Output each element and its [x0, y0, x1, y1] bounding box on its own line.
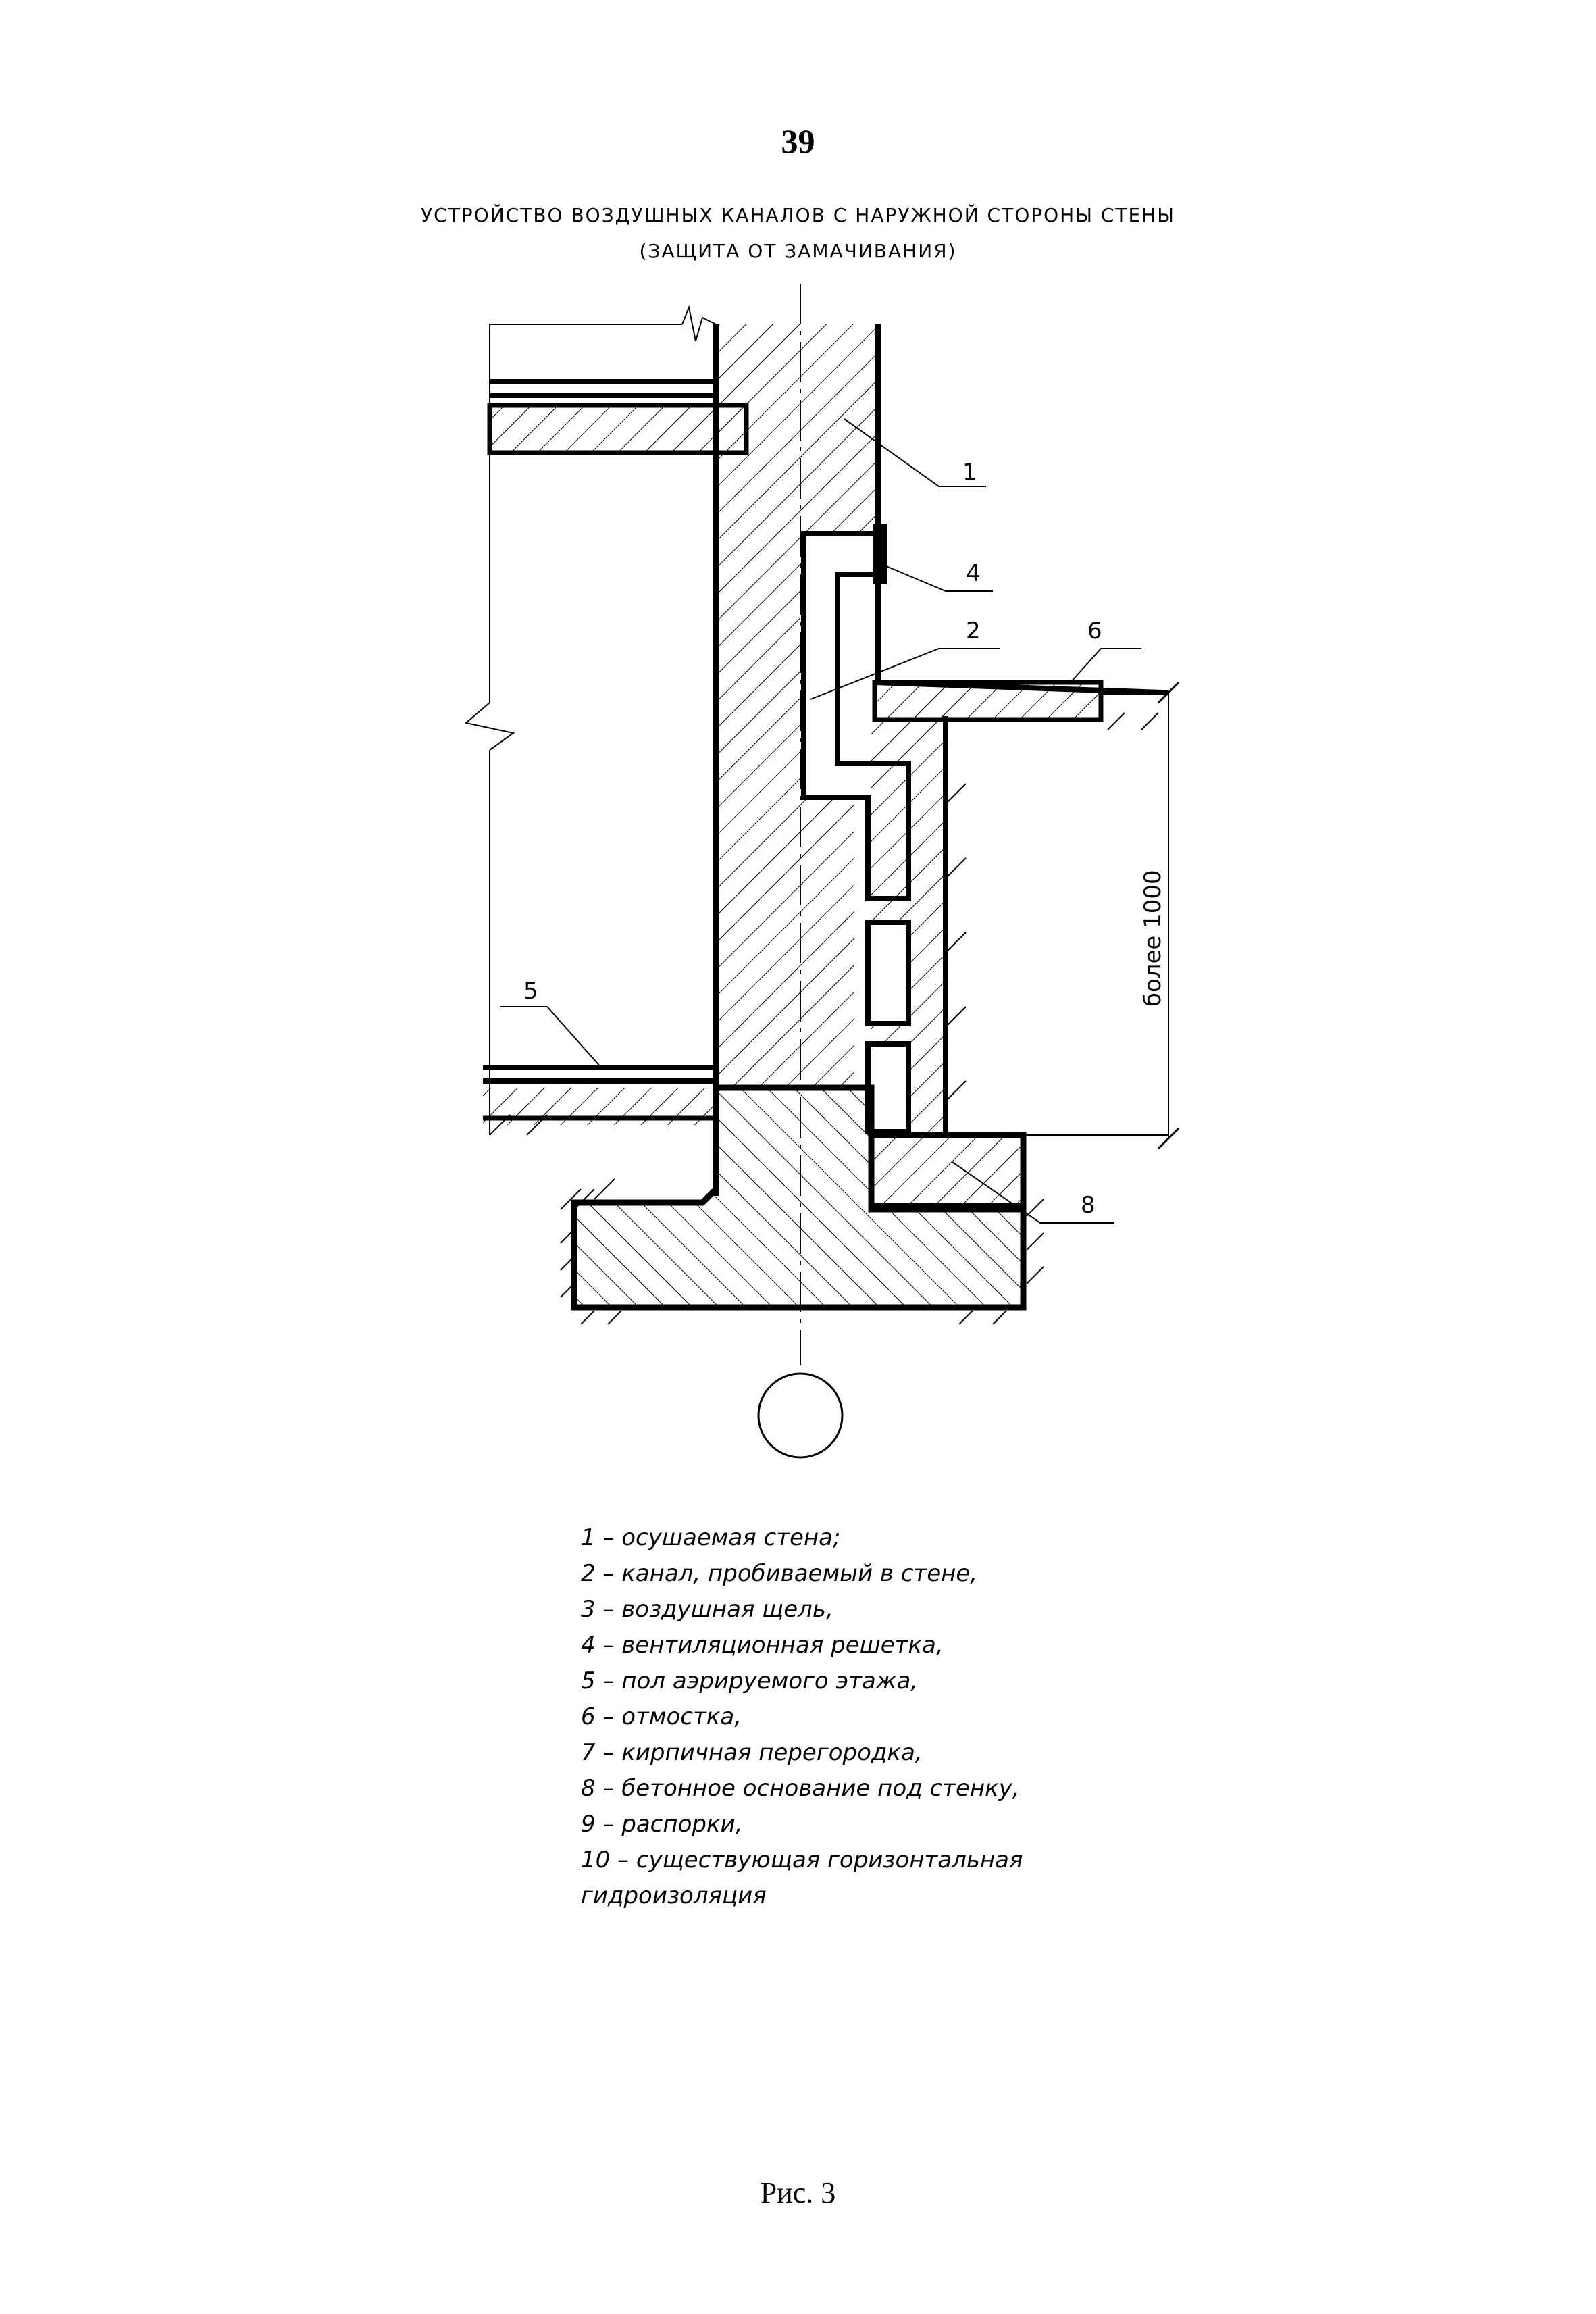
drawing-title: УСТРОЙСТВО ВОЗДУШНЫХ КАНАЛОВ С НАРУЖНОЙ … — [421, 204, 1175, 226]
callout-1: 1 — [962, 459, 977, 486]
brick-partition — [865, 716, 948, 1135]
legend-item: 7 – кирпичная перегородка, — [581, 1739, 923, 1766]
dimension-line — [1157, 681, 1180, 1150]
callout-4: 4 — [966, 560, 981, 587]
drained-wall — [713, 324, 881, 1196]
figure-caption: Рис. 3 — [760, 2176, 836, 2209]
legend-item: 9 – распорки, — [581, 1811, 743, 1838]
blind-area — [872, 680, 1168, 722]
callout-6: 6 — [1087, 618, 1102, 645]
axis-marker — [757, 1372, 844, 1459]
lower-floor — [483, 1065, 716, 1125]
legend-item: 4 – вентиляционная решетка, — [581, 1632, 944, 1659]
drawing-subtitle: (ЗАЩИТА ОТ ЗАМАЧИВАНИЯ) — [639, 240, 957, 262]
callout-5: 5 — [523, 978, 538, 1005]
legend-item: 6 – отмостка, — [581, 1703, 742, 1730]
upper-floor-slab — [487, 305, 749, 455]
page-number: 39 — [781, 122, 815, 160]
callout-leaders — [500, 418, 1141, 1224]
legend-item: 5 – пол аэрируемого этажа, — [581, 1667, 919, 1694]
callout-2: 2 — [966, 618, 981, 645]
ground-hatch — [489, 712, 1159, 1325]
legend: 1 – осушаемая стена; 2 – канал, пробивае… — [581, 1520, 1189, 1914]
legend-item: 3 – воздушная щель, — [581, 1596, 833, 1623]
legend-item: 10 – существующая горизонтальная — [581, 1846, 1023, 1873]
ventilation-grille — [873, 524, 887, 584]
legend-item: гидроизоляция — [581, 1882, 767, 1909]
room-boundary — [464, 324, 515, 1135]
dimension-label: более 1000 — [1139, 870, 1166, 1007]
legend-item: 1 – осушаемая стена; — [581, 1524, 841, 1551]
legend-item: 2 – канал, пробиваемый в стене, — [581, 1560, 978, 1587]
legend-item: 8 – бетонное основание под стенку, — [581, 1775, 1020, 1802]
callout-8: 8 — [1081, 1192, 1096, 1219]
